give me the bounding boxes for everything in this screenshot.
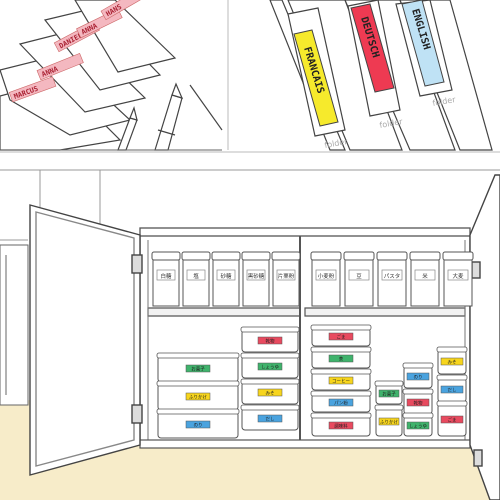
storage-container[interactable]: 乾物 [240, 326, 300, 353]
cabinet-door-right[interactable] [469, 174, 500, 500]
canister-label: 米 [422, 272, 428, 280]
storage-container[interactable]: だし [240, 404, 300, 431]
cabinet-door-left[interactable] [29, 204, 143, 476]
container-label: だし [266, 417, 275, 423]
container-label: しょうゆ [409, 424, 427, 430]
canister-label: 小麦粉 [318, 272, 335, 280]
canister[interactable]: 白糖 [151, 251, 181, 307]
folder-imprint-3: folder [432, 95, 457, 108]
label-deutsch [350, 3, 395, 93]
storage-container[interactable]: 茶 [310, 346, 372, 369]
container-label: ふりかけ [189, 394, 207, 401]
container-label: だし [448, 388, 457, 394]
pencil-icon [117, 106, 138, 151]
canister[interactable]: 砂糖 [211, 251, 241, 307]
canister[interactable]: 黒砂糖 [241, 251, 271, 307]
container-label: ごま [448, 417, 457, 424]
storage-container[interactable]: ふりかけ [374, 404, 404, 437]
folder-imprint-2: folder [379, 117, 404, 130]
storage-container[interactable]: みそ [240, 378, 300, 405]
storage-container[interactable]: しょうゆ [240, 352, 300, 379]
canister-label: パスタ [384, 272, 401, 280]
container-label: みそ [448, 359, 457, 366]
storage-container[interactable]: お菓子 [156, 352, 240, 383]
storage-container[interactable]: ごま [436, 400, 468, 437]
storage-container[interactable]: ふりかけ [156, 380, 240, 411]
hinge-right-top-icon [471, 261, 481, 279]
hinge-top-icon [131, 254, 143, 274]
storage-container[interactable]: 調味料 [310, 412, 372, 437]
canister-label: 白糖 [160, 272, 172, 280]
container-label: 調味料 [334, 423, 348, 430]
canister[interactable]: 小麦粉 [310, 251, 342, 307]
container-label: 茶 [339, 356, 344, 363]
container-label: お菓子 [191, 366, 205, 373]
container-label: しょうゆ [261, 365, 279, 371]
container-label: ふりかけ [380, 419, 398, 426]
canister[interactable]: 大麦 [442, 251, 474, 307]
canister-label: 黒砂糖 [248, 272, 265, 280]
label-francais [293, 29, 339, 127]
storage-container[interactable]: お菓子 [374, 380, 404, 405]
storage-container[interactable]: みそ [436, 346, 468, 375]
storage-container[interactable]: のり [156, 408, 240, 439]
container-label: パン粉 [334, 400, 348, 407]
panel-right-folders: FRANCAIS DEUTSCH ENGLISH folder folder f… [229, 0, 500, 151]
canister-label: 塩 [193, 272, 199, 280]
storage-container[interactable]: しょうゆ [402, 412, 434, 437]
canister-label: 豆 [356, 273, 362, 280]
container-label: のり [414, 375, 423, 381]
storage-container[interactable]: のり [402, 362, 434, 389]
canister[interactable]: 米 [409, 251, 441, 307]
storage-container[interactable]: だし [436, 374, 468, 403]
container-label: お菓子 [382, 391, 396, 398]
cabinet-scene: 白糖塩砂糖黒砂糖片栗粉 小麦粉豆パスタ米大麦 お菓子ふりかけのり乾物しょうゆみそ… [0, 169, 500, 500]
canister[interactable]: 片栗粉 [271, 251, 301, 307]
hinge-right-bottom-icon [473, 449, 483, 467]
canister[interactable]: 豆 [343, 251, 375, 307]
hinge-bottom-icon [131, 404, 143, 424]
canister-label: 片栗粉 [278, 272, 295, 280]
container-label: コーヒー [332, 379, 350, 385]
storage-container[interactable]: 乾物 [402, 388, 434, 415]
label-english [401, 0, 445, 87]
canister[interactable]: パスタ [376, 251, 408, 307]
container-label: みそ [266, 390, 275, 397]
container-label: 乾物 [266, 338, 275, 345]
container-label: 乾物 [414, 400, 423, 407]
storage-container[interactable]: ごま [310, 324, 372, 347]
canister[interactable]: 塩 [181, 251, 211, 307]
canister-label: 大麦 [452, 272, 464, 280]
storage-container[interactable]: コーヒー [310, 368, 372, 391]
storage-container[interactable]: パン粉 [310, 390, 372, 413]
folder-imprint-1: folder [324, 137, 349, 150]
canister-label: 砂糖 [220, 272, 232, 280]
container-label: ごま [337, 334, 346, 341]
container-label: のり [194, 423, 203, 429]
